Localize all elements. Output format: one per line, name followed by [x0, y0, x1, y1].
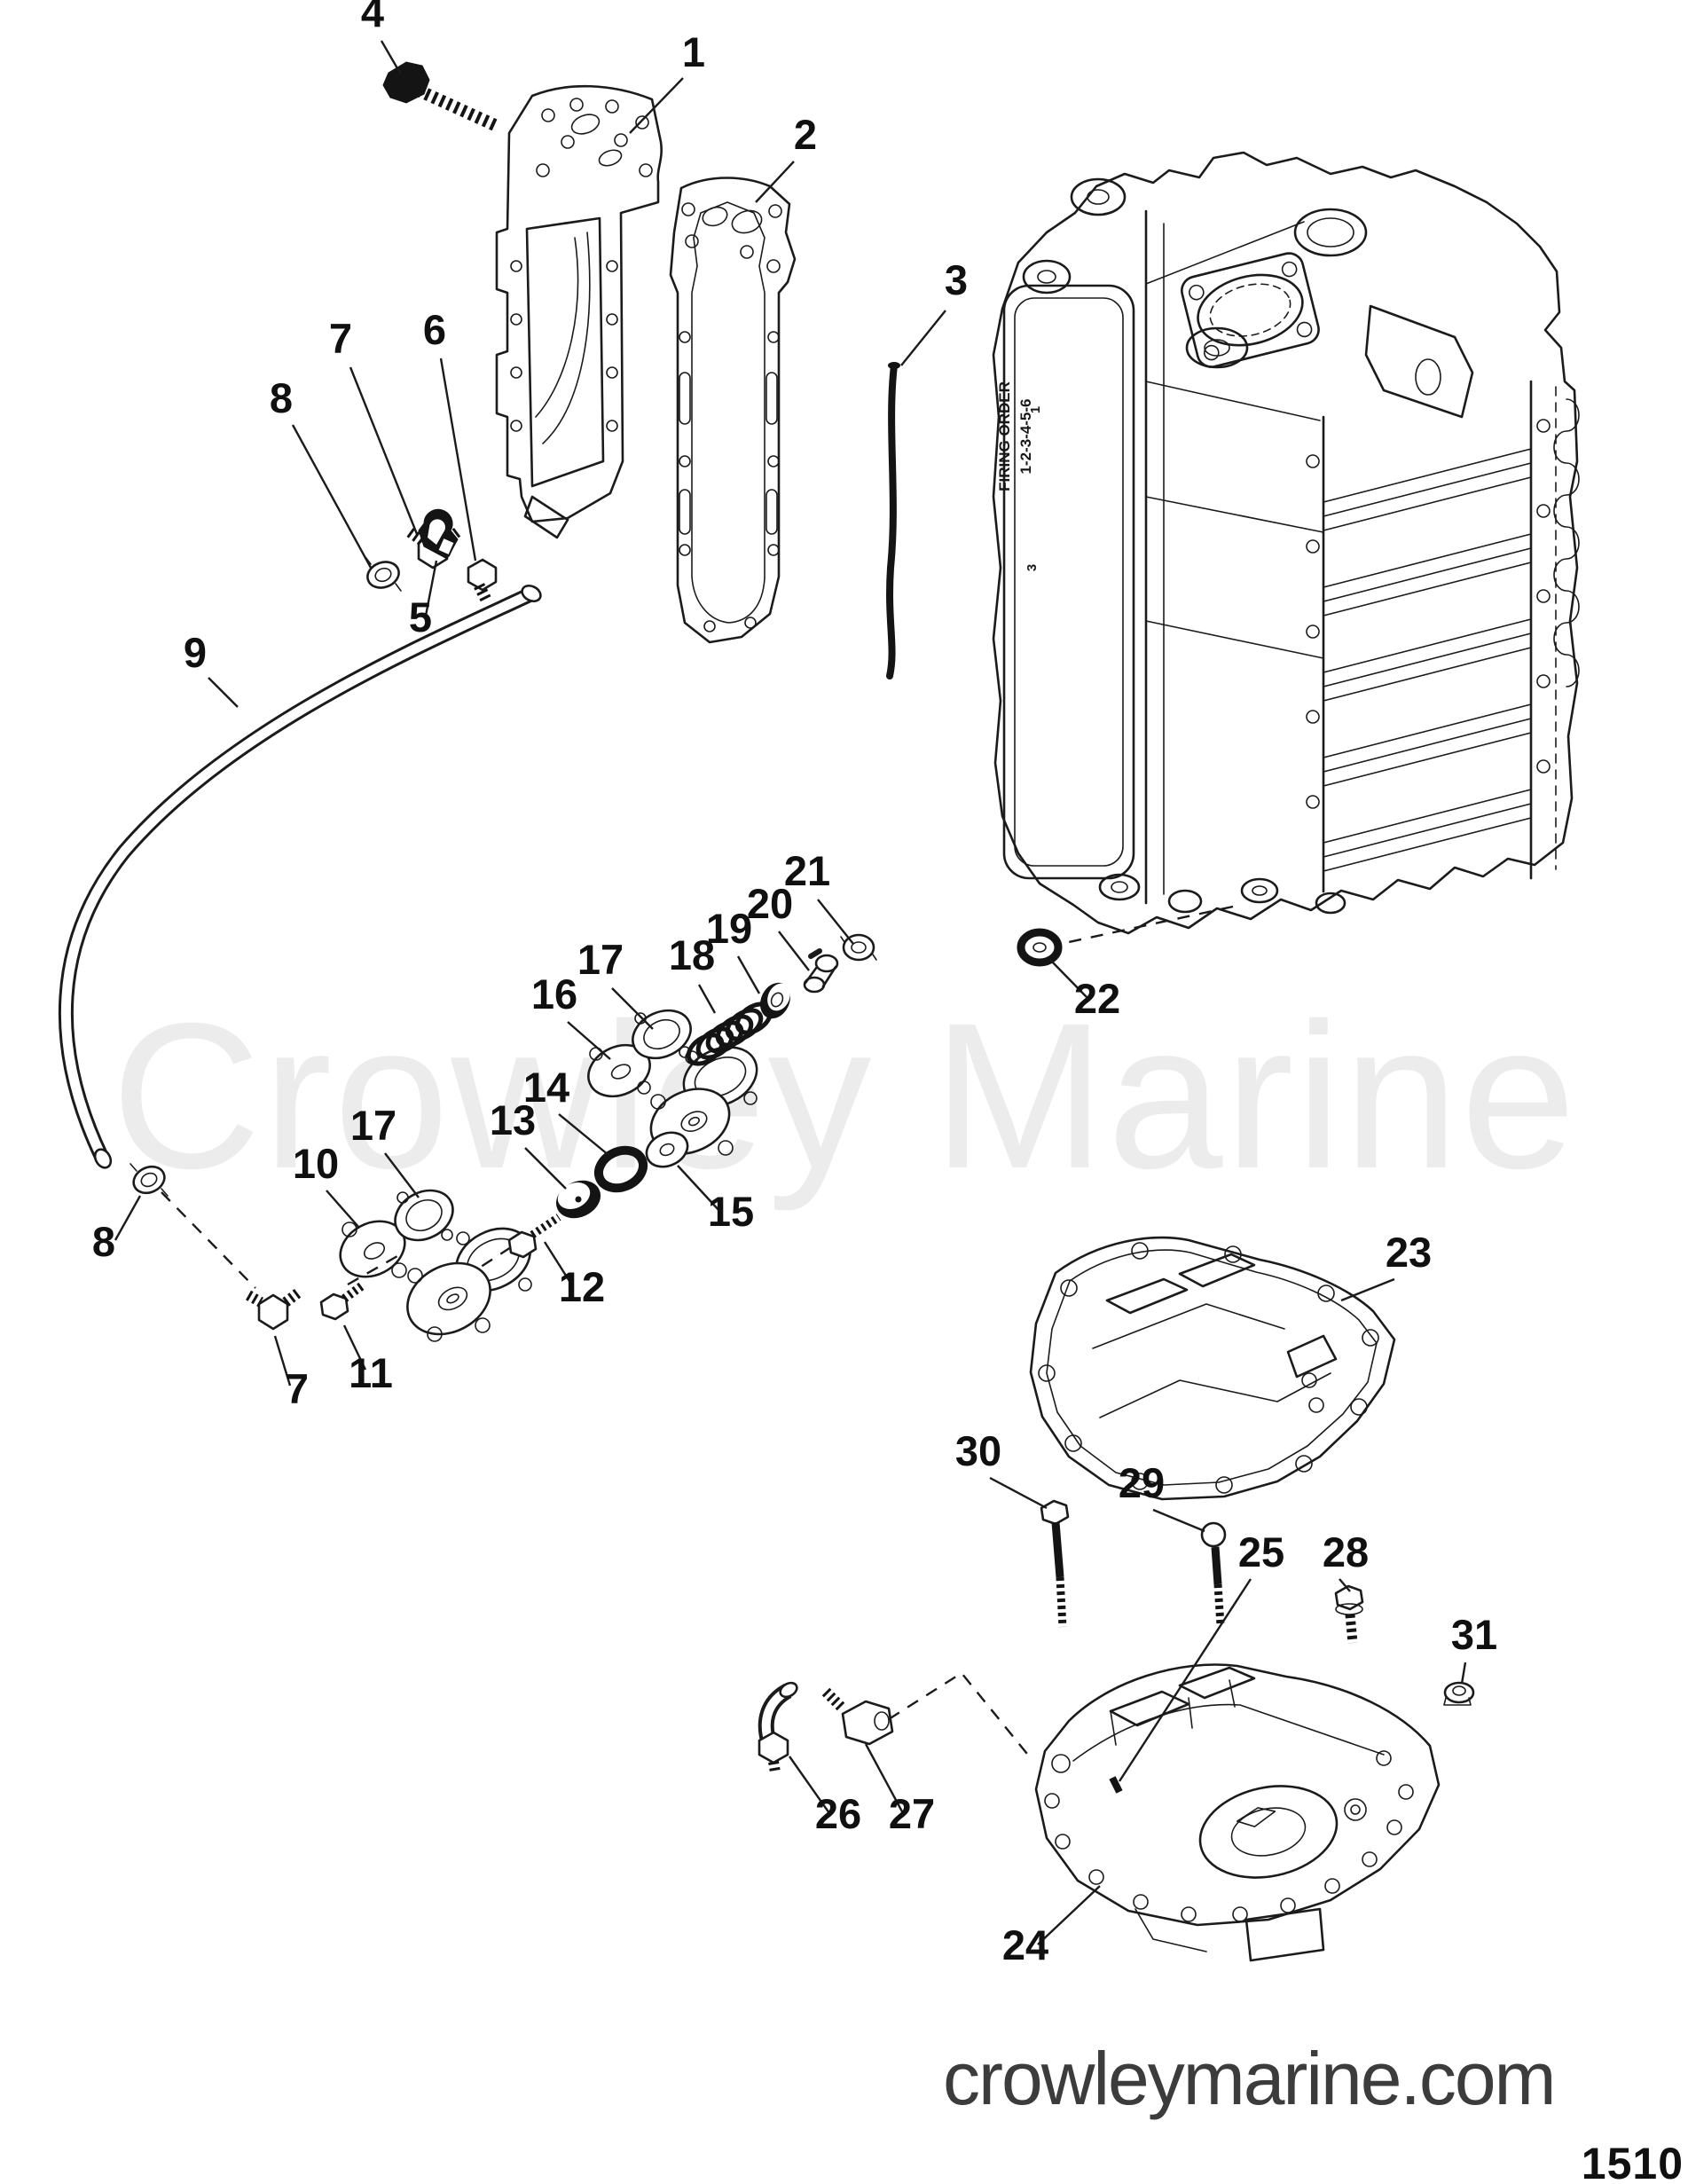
callout-7-label: 7	[329, 315, 352, 362]
firing-order-label: FIRING ORDER	[996, 381, 1013, 491]
callout-2-label: 2	[794, 111, 817, 158]
callout-14-label: 14	[523, 1064, 569, 1111]
water-hose-drawing	[58, 584, 542, 1169]
website-text: crowleymarine.com	[943, 2037, 1555, 2120]
callout-10-label: 10	[293, 1140, 339, 1187]
callout-23-label: 23	[1386, 1229, 1432, 1276]
callout-5-label: 5	[409, 593, 432, 640]
cylinder-mark-3: 3	[1025, 564, 1040, 571]
shift-rod-drawing	[886, 362, 900, 680]
callout-29-label: 29	[1119, 1459, 1165, 1506]
adapter-plate-drawing	[758, 1499, 1475, 1962]
callout-17-label: 17	[577, 936, 624, 983]
callout-22-label: 22	[1074, 975, 1120, 1022]
callout-3-label: 3	[945, 256, 968, 303]
callout-19-label: 19	[706, 905, 752, 952]
callout-1-label: 1	[682, 28, 705, 75]
callout-8-label: 8	[92, 1218, 115, 1265]
callout-28-label: 28	[1323, 1528, 1369, 1575]
cylinder-mark-1: 1	[1028, 406, 1043, 413]
callout-20-label: 20	[747, 880, 793, 927]
thermostat-lower-assembly-drawing	[130, 1131, 689, 1342]
callout-25-label: 25	[1238, 1528, 1284, 1575]
callout-9-label: 9	[184, 629, 207, 676]
callout-21-label: 21	[784, 847, 830, 894]
adapter-plate-gasket-drawing	[1029, 1236, 1396, 1501]
leader-lines	[114, 40, 1467, 1945]
engine-block-drawing: FIRING ORDER 1-2-3-4-5-6 1 3	[992, 151, 1580, 935]
firing-order-value: 1-2-3-4-5-6	[1017, 398, 1034, 474]
upper-fittings-drawing	[365, 508, 498, 602]
watermark-text: Crowley Marine	[111, 979, 1577, 1212]
callout-8-label: 8	[270, 374, 293, 421]
callout-30-label: 30	[955, 1427, 1001, 1474]
callout-12-label: 12	[559, 1263, 605, 1310]
thermostat-upper-assembly-drawing	[587, 928, 1063, 1156]
callout-16-label: 16	[531, 970, 577, 1017]
callout-26-label: 26	[815, 1790, 861, 1837]
exhaust-divider-plate-drawing	[382, 61, 663, 539]
callout-24-label: 24	[1002, 1921, 1048, 1968]
callout-13-label: 13	[490, 1096, 536, 1143]
callout-27-label: 27	[889, 1790, 935, 1837]
callout-7-label: 7	[286, 1365, 309, 1412]
callout-4-label: 4	[361, 0, 384, 35]
dashed-leader-lines	[161, 905, 1234, 1759]
page-number: 1510	[1582, 2139, 1684, 2184]
callout-18-label: 18	[669, 931, 715, 978]
callout-15-label: 15	[708, 1188, 754, 1235]
callout-31-label: 31	[1451, 1611, 1497, 1658]
callout-11-label: 11	[349, 1349, 393, 1396]
callout-6-label: 6	[423, 306, 446, 353]
callout-17-label: 17	[350, 1102, 396, 1149]
exhaust-plate-gasket-drawing	[669, 177, 797, 644]
